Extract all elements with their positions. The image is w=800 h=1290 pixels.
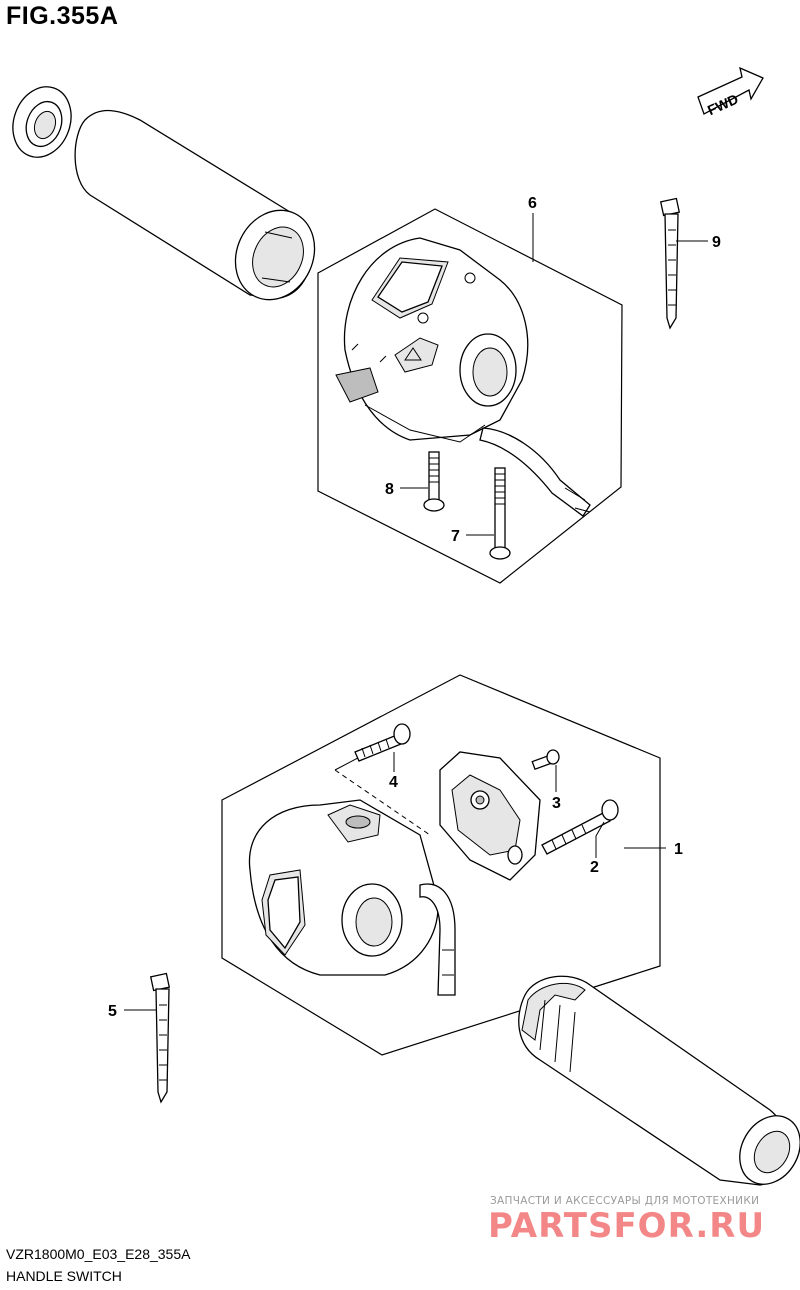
drawing-code: VZR1800M0_E03_E28_355A bbox=[6, 1246, 191, 1262]
watermark-logo: PARTSFOR.RU bbox=[488, 1206, 766, 1246]
upper-assembly-frame bbox=[317, 208, 623, 584]
leader-lines bbox=[124, 213, 708, 1011]
figure-title: FIG.355A bbox=[6, 2, 119, 30]
lower-assembly-frame bbox=[221, 674, 661, 1056]
watermark-tagline: ЗАПЧАСТИ И АКСЕССУАРЫ ДЛЯ МОТОТЕХНИКИ bbox=[490, 1195, 760, 1207]
callout-7: 7 bbox=[451, 528, 460, 545]
screw-part-8 bbox=[423, 451, 445, 512]
callout-4: 4 bbox=[389, 774, 398, 791]
left-grip-assembly bbox=[12, 86, 316, 301]
callout-1: 1 bbox=[674, 841, 683, 858]
switch-clamp-bracket bbox=[439, 751, 541, 881]
callout-3: 3 bbox=[552, 795, 561, 812]
left-handle-switch-housing bbox=[248, 799, 456, 996]
callout-8: 8 bbox=[385, 481, 394, 498]
callout-2: 2 bbox=[590, 859, 599, 876]
callout-5: 5 bbox=[108, 1003, 117, 1020]
screw-part-2 bbox=[541, 799, 619, 855]
fwd-arrow-icon: FWD bbox=[697, 66, 764, 118]
callout-9: 9 bbox=[712, 234, 721, 251]
cable-tie-part-9 bbox=[659, 197, 681, 330]
drawing-title: HANDLE SWITCH bbox=[6, 1268, 122, 1284]
right-handle-switch-housing bbox=[335, 237, 591, 517]
callout-6: 6 bbox=[528, 195, 537, 212]
right-throttle-grip bbox=[518, 975, 800, 1186]
screw-part-3 bbox=[531, 749, 560, 771]
screw-part-4 bbox=[354, 723, 411, 762]
cable-tie-part-5 bbox=[149, 972, 171, 1104]
screw-part-7 bbox=[489, 467, 511, 560]
